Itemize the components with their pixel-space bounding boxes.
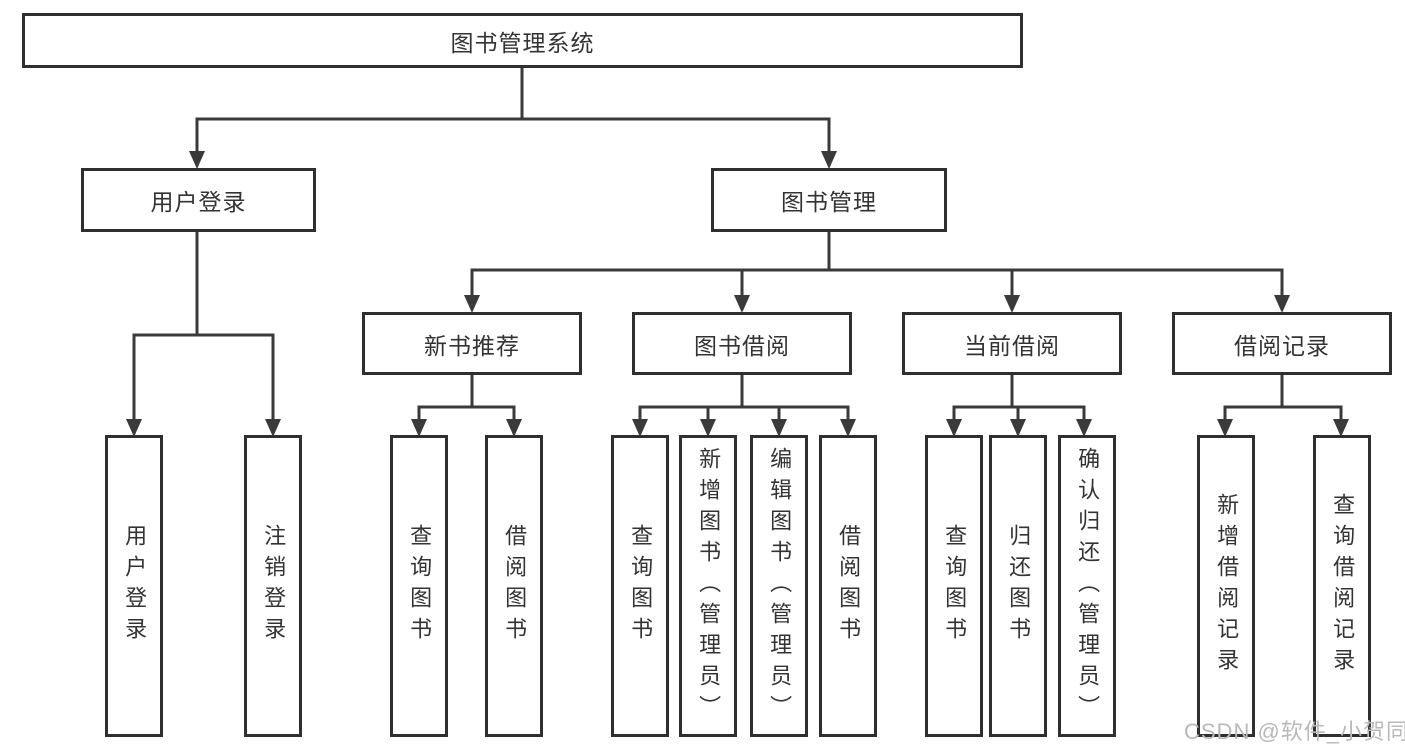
leaf-borrowing-edit-books-admin: 编辑图书（管理员）: [750, 435, 808, 737]
leaf-label: 借阅图书: [836, 524, 862, 648]
leaf-label: 归还图书: [1006, 524, 1032, 648]
node-current-borrowing: 当前借阅: [902, 312, 1122, 375]
node-borrowing-records: 借阅记录: [1172, 312, 1392, 375]
leaf-recommend-borrow-books: 借阅图书: [485, 435, 543, 737]
leaf-records-query-record: 查询借阅记录: [1313, 435, 1371, 737]
leaf-recommend-query-books: 查询图书: [390, 435, 448, 737]
node-label: 新书推荐: [424, 332, 520, 359]
leaf-label: 新增借阅记录: [1214, 493, 1240, 679]
leaf-borrowing-add-books-admin: 新增图书（管理员）: [679, 435, 737, 737]
node-book-borrowing: 图书借阅: [632, 312, 852, 375]
leaf-label: 借阅图书: [502, 524, 528, 648]
node-root-library-system: 图书管理系统: [22, 13, 1023, 68]
arrow-down-icons: [126, 151, 1349, 437]
leaf-current-query-books: 查询图书: [925, 435, 983, 737]
leaf-label: 查询图书: [942, 524, 968, 648]
leaf-label: 确认归还（管理员）: [1075, 446, 1101, 726]
leaf-logout-login: 注销登录: [244, 435, 302, 737]
leaf-label: 查询图书: [628, 524, 654, 648]
node-label: 图书管理系统: [450, 29, 595, 56]
node-label: 当前借阅: [964, 332, 1060, 359]
node-label: 借阅记录: [1234, 332, 1330, 359]
leaf-label: 编辑图书（管理员）: [767, 446, 793, 726]
node-label: 图书管理: [781, 189, 877, 215]
leaf-user-login: 用户登录: [105, 435, 163, 737]
node-new-book-recommend: 新书推荐: [362, 312, 582, 375]
leaf-records-add-record: 新增借阅记录: [1197, 435, 1255, 737]
tree-edges: [132, 68, 1343, 420]
node-label: 用户登录: [150, 189, 247, 215]
leaf-label: 查询借阅记录: [1330, 493, 1356, 679]
leaf-label: 用户登录: [122, 524, 148, 648]
node-user-login: 用户登录: [81, 168, 316, 232]
node-book-management: 图书管理: [711, 168, 947, 232]
csdn-watermark: CSDN @软件_小贺同学: [1184, 719, 1405, 744]
leaf-current-confirm-return-admin: 确认归还（管理员）: [1058, 435, 1116, 737]
leaf-label: 新增图书（管理员）: [696, 446, 722, 726]
leaf-current-return-books: 归还图书: [989, 435, 1047, 737]
node-label: 图书借阅: [694, 332, 790, 359]
leaf-label: 查询图书: [407, 524, 433, 648]
leaf-borrowing-query-books: 查询图书: [611, 435, 669, 737]
leaf-borrowing-borrow-books: 借阅图书: [819, 435, 877, 737]
leaf-label: 注销登录: [261, 524, 287, 648]
